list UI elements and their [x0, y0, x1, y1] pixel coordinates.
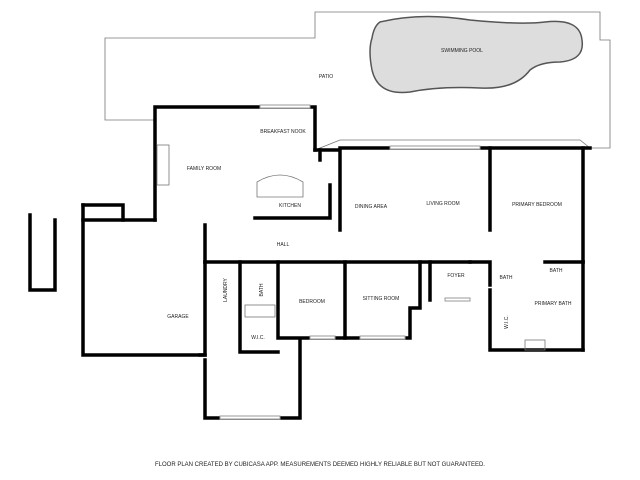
window	[259, 104, 311, 109]
window	[359, 335, 406, 340]
label-bedroom: BEDROOM	[299, 299, 325, 305]
label-foyer: FOYER	[447, 273, 465, 279]
window	[444, 297, 471, 302]
label-laundry: LAUNDRY	[223, 277, 229, 301]
kitchen-island	[256, 174, 304, 198]
window	[389, 145, 481, 150]
label-wic: W.I.C.	[504, 315, 510, 329]
shower	[524, 339, 546, 351]
window	[219, 415, 281, 420]
swimming-pool	[369, 15, 584, 94]
label-bath: BATH	[259, 283, 265, 296]
label-garage: GARAGE	[167, 314, 189, 320]
label-wic: W.I.C.	[251, 335, 265, 341]
label-primary-bath: PRIMARY BATH	[535, 301, 572, 307]
label-dining-area: DINING AREA	[355, 204, 388, 210]
footer-disclaimer: FLOOR PLAN CREATED BY CUBICASA APP. MEAS…	[155, 462, 485, 468]
fireplace	[156, 144, 170, 186]
label-family-room: FAMILY ROOM	[187, 166, 221, 172]
label-sitting-room: SITTING ROOM	[363, 296, 400, 302]
label-kitchen: KITCHEN	[279, 203, 301, 209]
label-patio: PATIO	[319, 74, 333, 80]
label-primary-bedroom: PRIMARY BEDROOM	[512, 202, 562, 208]
label-living-room: LIVING ROOM	[426, 201, 459, 207]
walls	[28, 105, 592, 420]
label-swimming-pool: SWIMMING POOL	[441, 48, 483, 54]
label-bath: BATH	[500, 275, 513, 281]
label-bath: BATH	[550, 268, 563, 274]
window	[309, 335, 336, 340]
label-hall: HALL	[277, 242, 290, 248]
bathtub	[244, 304, 276, 318]
label-breakfast-nook: BREAKFAST NOOK	[260, 129, 306, 135]
